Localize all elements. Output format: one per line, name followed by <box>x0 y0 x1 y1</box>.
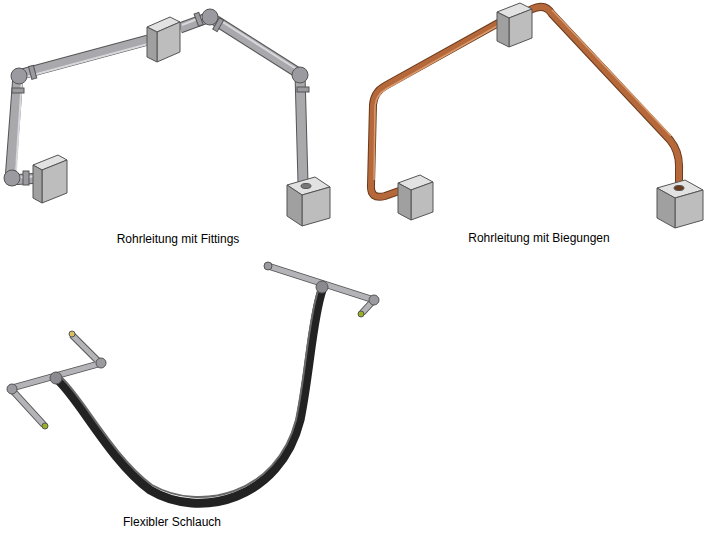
mount-block <box>33 17 330 226</box>
mount-block <box>398 3 703 228</box>
flexible-hose <box>58 290 322 503</box>
caption-label: Rohrleitung mit Fittings <box>115 232 242 246</box>
hose-pipe <box>12 266 374 425</box>
caption-label: Rohrleitung mit Biegungen <box>466 231 611 245</box>
bent-pipe <box>371 7 679 197</box>
fitted-pipe <box>10 14 303 183</box>
caption-label: Flexibler Schlauch <box>121 515 223 529</box>
pipe-fitting <box>4 9 309 186</box>
hose-fitting <box>7 262 379 429</box>
